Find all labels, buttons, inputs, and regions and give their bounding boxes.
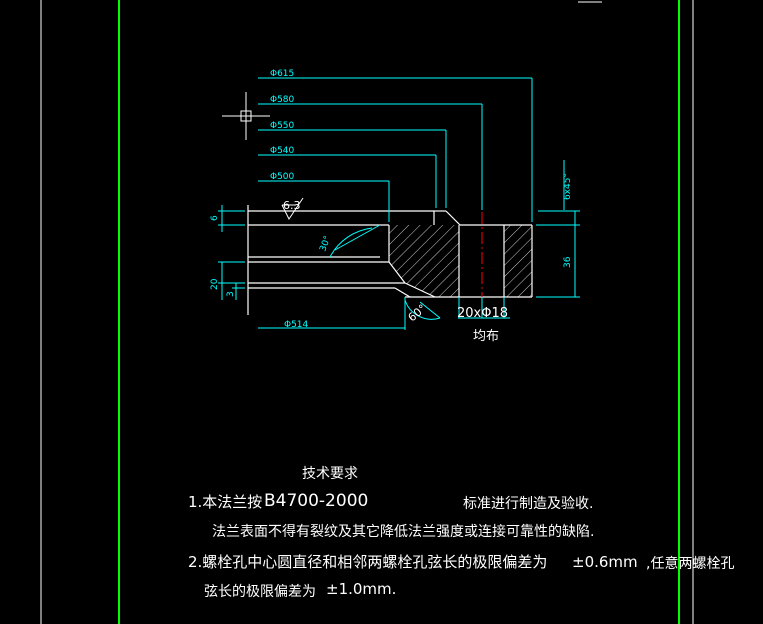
dim-d580: Φ580	[270, 95, 295, 105]
dim-d615: Φ615	[270, 69, 294, 79]
dim-d514: Φ514	[284, 320, 309, 330]
dim-36: 36	[563, 256, 573, 268]
roughness-symbol	[281, 197, 304, 220]
dim-d540: Φ540	[270, 146, 295, 156]
dimension-lines	[218, 77, 580, 330]
part-outline	[247, 205, 533, 315]
hatch-region-right	[504, 225, 532, 297]
dim-angle30: 30°	[318, 235, 333, 253]
hatch-region-left	[389, 225, 459, 297]
dim-roughness: 6.3	[283, 199, 301, 212]
crosshair-icon	[222, 92, 270, 140]
dim-angle60: 60°	[406, 302, 429, 324]
dim-3: 3	[226, 291, 236, 297]
dim-holes-note: 均布	[473, 329, 499, 344]
dimension-texts: Φ615 Φ580 Φ550 Φ540 Φ500 Φ514 6x45° 36 6…	[210, 69, 573, 330]
dim-20: 20	[210, 278, 220, 290]
dim-6: 6	[210, 215, 220, 221]
dim-d550: Φ550	[270, 121, 295, 131]
dim-chamfer: 6x45°	[563, 173, 573, 200]
dim-d500: Φ500	[270, 172, 295, 182]
dim-holes: 20xΦ18	[457, 306, 508, 321]
